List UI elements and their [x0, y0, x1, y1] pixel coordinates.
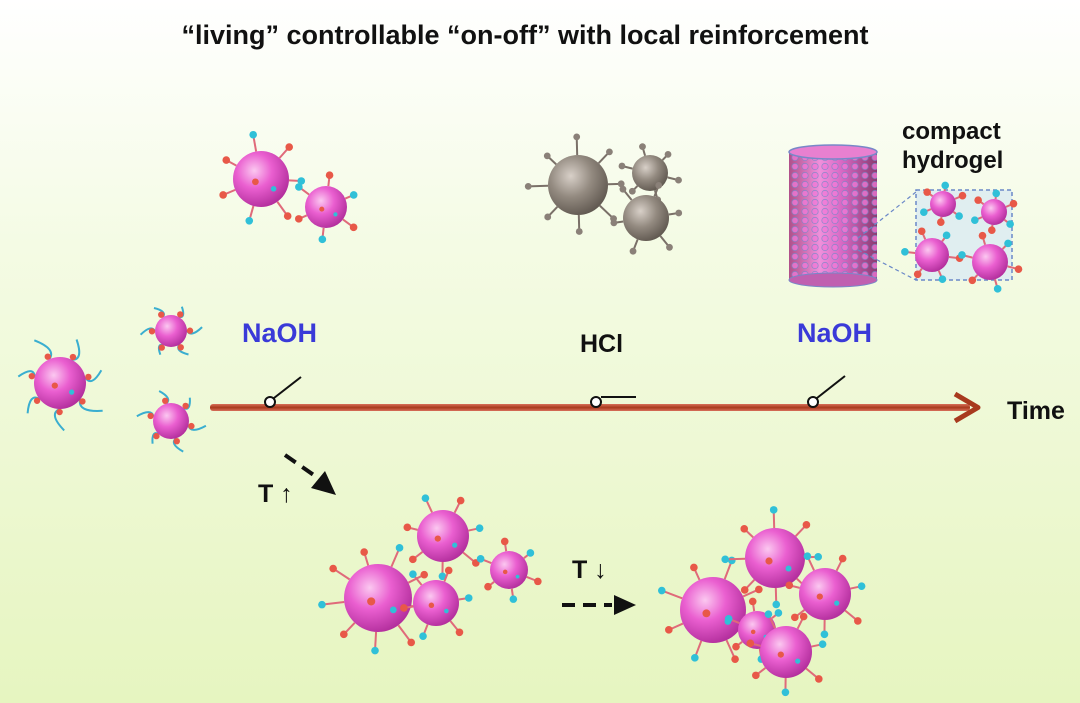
- micelle-clusters: [17, 130, 1023, 697]
- micelle-particle: [136, 390, 207, 453]
- micelle-particle: [901, 227, 964, 283]
- micelle-particle: [476, 537, 542, 603]
- micelle-particle: [746, 610, 827, 697]
- hydrogel-cylinder: [788, 144, 878, 288]
- micelle-particle: [400, 566, 473, 641]
- naoh-label-second: NaOH: [797, 318, 873, 348]
- time-axis-label: Time: [1007, 397, 1065, 425]
- switch-on-icon: [807, 375, 846, 408]
- micelle-particle: [920, 181, 967, 227]
- compact-hydrogel-line2: hydrogel: [902, 146, 1004, 174]
- temperature-down-label: T ↓: [572, 556, 607, 584]
- dashed-arrow-cooling: [562, 595, 636, 615]
- dashed-arrow-heating: [283, 453, 336, 495]
- micelle-particle: [139, 306, 203, 356]
- naoh-label-first: NaOH: [242, 318, 318, 348]
- micelle-particle: [403, 494, 484, 581]
- switch-off-icon: [590, 396, 636, 408]
- compact-hydrogel-line1: compact: [902, 118, 1001, 145]
- micelle-particle: [295, 171, 358, 244]
- hcl-label: HCl: [580, 330, 624, 358]
- diagram-title: “living” controllable “on-off” with loca…: [181, 20, 869, 50]
- micelle-inactive: [610, 181, 683, 255]
- micelle-particle: [657, 556, 763, 663]
- timeline-arrow: [210, 391, 981, 424]
- micelle-particle: [971, 189, 1018, 235]
- micelle-particle: [219, 130, 306, 225]
- micelle-particle: [17, 339, 103, 432]
- micelle-particle: [318, 544, 430, 655]
- switch-on-icon: [264, 376, 302, 408]
- zoom-lines: [857, 191, 917, 281]
- micelle-particle: [958, 231, 1023, 293]
- micelle-inactive: [524, 133, 625, 235]
- temperature-up-label: T ↑: [258, 480, 293, 508]
- micelle-particle: [785, 552, 866, 639]
